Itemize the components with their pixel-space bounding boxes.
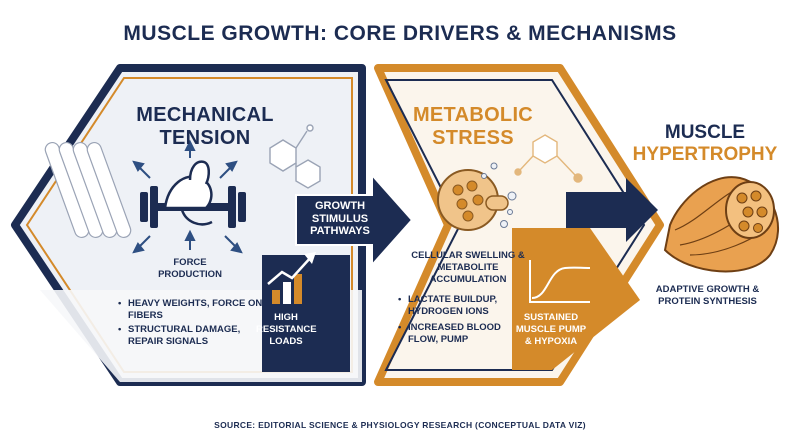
caption-line: METABOLITE ACCUMULATION <box>429 262 507 285</box>
force-production-caption: FORCE PRODUCTION <box>140 257 240 281</box>
metabolic-bullet-2: INCREASED BLOOD FLOW, PUMP <box>398 322 518 346</box>
mechanical-bullet-2: STRUCTURAL DAMAGE, REPAIR SIGNALS <box>118 324 268 348</box>
page-title: MUSCLE GROWTH: CORE DRIVERS & MECHANISMS <box>123 22 677 45</box>
caption-line: CELLULAR SWELLING & <box>411 250 525 261</box>
sustained-pump-callout: SUSTAINED MUSCLE PUMP & HYPOXIA <box>514 312 588 348</box>
metabolic-bullet-1: LACTATE BUILDUP, HYDROGEN IONS <box>398 294 518 318</box>
callout-line: SUSTAINED <box>523 312 579 323</box>
mechanical-title: MECHANICAL TENSION <box>110 104 300 150</box>
caption-line: ADAPTIVE GROWTH & <box>655 284 760 295</box>
hypertrophy-title-line1: MUSCLE <box>664 122 746 143</box>
callout-line: MUSCLE PUMP <box>515 324 587 335</box>
caption-line: PRODUCTION <box>158 269 222 280</box>
metabolic-title-line2: STRESS <box>432 127 514 149</box>
pathway-label: GROWTH STIMULUS PATHWAYS <box>300 200 380 238</box>
hypertrophy-arrow <box>566 178 658 242</box>
pump-curve-icon <box>529 260 591 303</box>
callout-line: RESISTANCE <box>256 324 317 335</box>
caption-line: PROTEIN SYNTHESIS <box>658 296 757 307</box>
force-arrows-icon <box>132 139 243 254</box>
flexed-arm-icon <box>140 160 246 228</box>
metabolic-title: METABOLIC STRESS <box>398 104 548 150</box>
high-resistance-callout: HIGH RESISTANCE LOADS <box>256 312 317 348</box>
callout-line: LOADS <box>269 336 303 347</box>
molecule-icon-metabolic <box>514 134 583 183</box>
pathway-label-line: STIMULUS <box>311 212 369 225</box>
muscle-fiber-icon <box>44 141 132 239</box>
hypertrophy-title: MUSCLE HYPERTROPHY <box>625 122 785 166</box>
pathway-label-line: PATHWAYS <box>310 225 370 237</box>
hypertrophy-title-line2: HYPERTROPHY <box>632 144 778 165</box>
callout-line: HIGH <box>274 312 298 323</box>
hypertrophy-caption: ADAPTIVE GROWTH & PROTEIN SYNTHESIS <box>640 284 775 308</box>
metabolic-title-line1: METABOLIC <box>412 104 534 126</box>
rising-bars-icon <box>267 252 316 304</box>
pathway-label-line: GROWTH <box>314 200 366 212</box>
mechanical-title-line1: MECHANICAL <box>136 104 274 126</box>
muscle-hypertrophy-icon <box>663 176 780 273</box>
callout-line: & HYPOXIA <box>524 336 578 347</box>
mechanical-title-line2: TENSION <box>159 127 251 149</box>
molecule-icon <box>269 124 321 189</box>
cellular-swelling-caption: CELLULAR SWELLING & METABOLITE ACCUMULAT… <box>398 250 538 286</box>
mechanical-bullet-1: HEAVY WEIGHTS, FORCE ON FIBERS <box>118 298 268 322</box>
caption-line: FORCE <box>173 257 207 268</box>
source-note: SOURCE: EDITORIAL SCIENCE & PHYSIOLOGY R… <box>214 420 586 430</box>
swelling-muscle-icon <box>437 162 517 231</box>
pathway-arrow <box>295 172 414 268</box>
